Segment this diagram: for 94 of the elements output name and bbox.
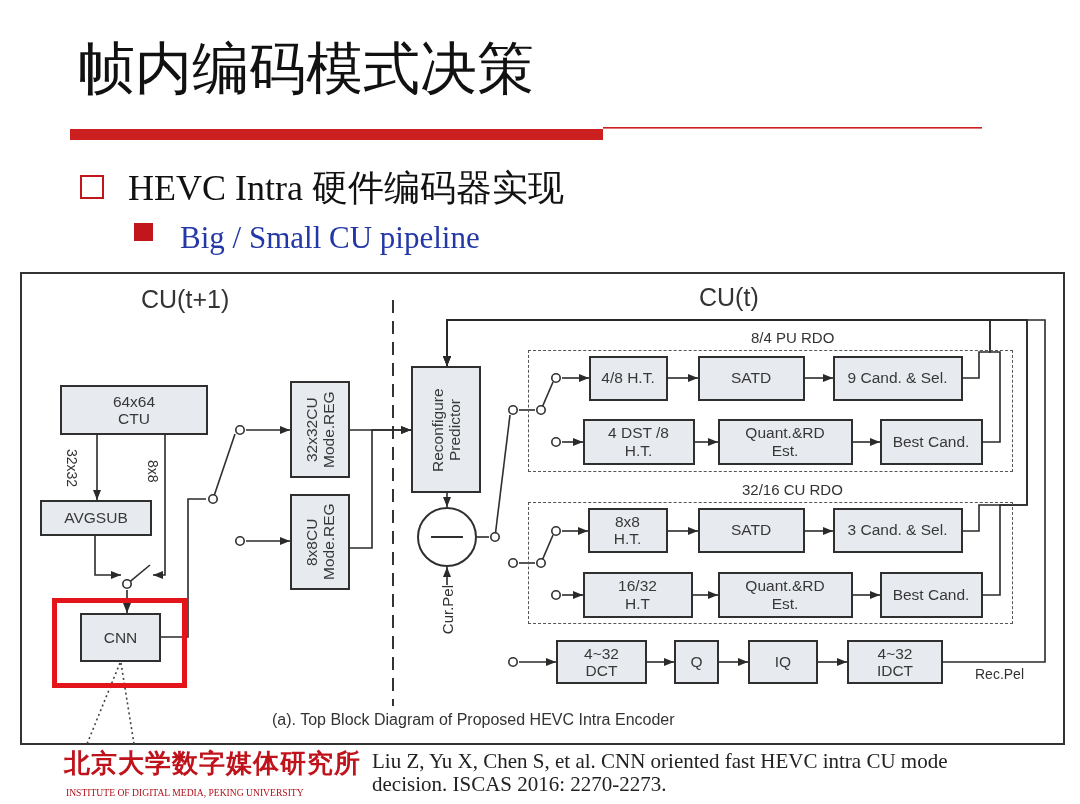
block-label: Quant.&RD Est.: [744, 424, 826, 459]
arrow: [817, 658, 848, 666]
arrow: [718, 658, 749, 666]
block-label: SATD: [730, 521, 772, 539]
block-label: 64x64 CTU: [111, 392, 157, 428]
bullet-heading: HEVC Intra 硬件编码器实现: [128, 168, 564, 210]
arrow: [561, 527, 589, 535]
block-label: CNN: [103, 628, 138, 647]
arrow: [443, 492, 451, 508]
process-box: [290, 381, 350, 478]
process-box: [832, 355, 963, 401]
process-box: [582, 418, 695, 465]
process-box: [40, 500, 152, 536]
block-label: Q: [690, 653, 703, 671]
block-label: 4~32 IDCT: [875, 644, 915, 680]
process-box: [697, 507, 805, 553]
process-box: [879, 571, 983, 618]
process-box: [60, 385, 208, 435]
arrow: [245, 426, 291, 434]
connector-line: [518, 562, 536, 564]
process-box: [411, 366, 481, 493]
arrow: [561, 438, 584, 446]
region-label: CU(t+1): [141, 285, 230, 314]
group-title: 32/16 CU RDO: [742, 482, 843, 499]
switch-symbol: [121, 562, 153, 590]
region-label: CU(t): [699, 283, 759, 312]
switch-symbol: [206, 423, 246, 549]
arrow: [94, 535, 122, 579]
connector-line: [476, 536, 490, 538]
reference-citation: Liu Z, Yu X, Chen S, et al. CNN oriented fast HEVC intra CU mode decision. ISCAS 2016: 2270-2273.: [372, 750, 949, 797]
arrow: [245, 537, 291, 545]
block-label: SATD: [730, 369, 772, 387]
block-label: Reconfigure Predictor: [428, 386, 464, 474]
arrow: [667, 374, 699, 382]
process-box: [847, 640, 943, 684]
figure-caption: (a). Top Block Diagram of Proposed HEVC Intra Encoder: [272, 711, 675, 730]
block-label: 16/32 H.T: [617, 577, 658, 612]
switch-symbol: [534, 524, 562, 601]
process-box: [587, 507, 668, 553]
block-label: AVGSUB: [64, 509, 128, 527]
arrow: [804, 374, 834, 382]
process-box: [717, 571, 853, 618]
block-label: IQ: [774, 653, 792, 671]
group-title: 8/4 PU RDO: [751, 330, 835, 347]
process-box: [717, 418, 853, 465]
block-label: Best Cand.: [892, 585, 970, 604]
arrow: [694, 438, 719, 446]
connector-line: [518, 409, 536, 411]
block-label: 8x8CU Mode.REG: [302, 502, 338, 583]
arrow: [646, 658, 675, 666]
switch-symbol: [489, 404, 519, 669]
arrow: [667, 527, 699, 535]
arrow: [443, 566, 451, 586]
arrow: [93, 434, 101, 501]
arrow: [152, 434, 166, 579]
process-box: [832, 507, 963, 553]
block-label: Quant.&RD Est.: [744, 577, 826, 612]
switch-symbol: [534, 371, 562, 448]
process-box: [879, 418, 983, 465]
edge-label: 32x32: [64, 449, 80, 488]
signal-label: Cur.Pel: [439, 585, 457, 635]
process-box: [290, 494, 350, 590]
process-box: [556, 640, 647, 684]
block-label: 3 Cand. & Sel.: [847, 521, 948, 539]
arrow: [692, 591, 719, 599]
process-box: [582, 571, 693, 618]
process-box: [748, 640, 818, 684]
process-box: [588, 355, 668, 401]
block-label: 4/8 H.T.: [601, 369, 655, 387]
connector-line: [160, 498, 207, 638]
subtractor-circle: [417, 507, 477, 567]
block-label: 4 DST /8 H.T.: [607, 424, 670, 459]
arrow: [852, 438, 881, 446]
edge-label: 8x8: [145, 460, 161, 483]
process-box: [80, 613, 161, 662]
block-label: 32x32CU Mode.REG: [302, 390, 338, 470]
arrow: [561, 591, 584, 599]
sub-bullet-text: Big / Small CU pipeline: [180, 220, 480, 256]
highlight-frame: [52, 598, 187, 688]
arrow: [349, 426, 412, 549]
block-label: Best Cand.: [892, 432, 970, 451]
institute-name: INSTITUTE OF DIGITAL MEDIA, PEKING UNIVERSITY: [66, 787, 304, 799]
process-box: [697, 355, 805, 401]
slide-title: 帧内编码模式决策: [78, 40, 534, 97]
block-label: 9 Cand. & Sel.: [847, 369, 948, 387]
arrow: [518, 658, 557, 666]
arrow: [852, 591, 881, 599]
arrow: [123, 589, 131, 614]
block-label: 8x8 H.T.: [612, 512, 643, 548]
block-label: 4~32 DCT: [583, 644, 620, 680]
institute-name: 北京大学数字媒体研究所: [64, 749, 361, 779]
arrow: [561, 374, 590, 382]
arrow: [804, 527, 834, 535]
process-box: [674, 640, 719, 684]
